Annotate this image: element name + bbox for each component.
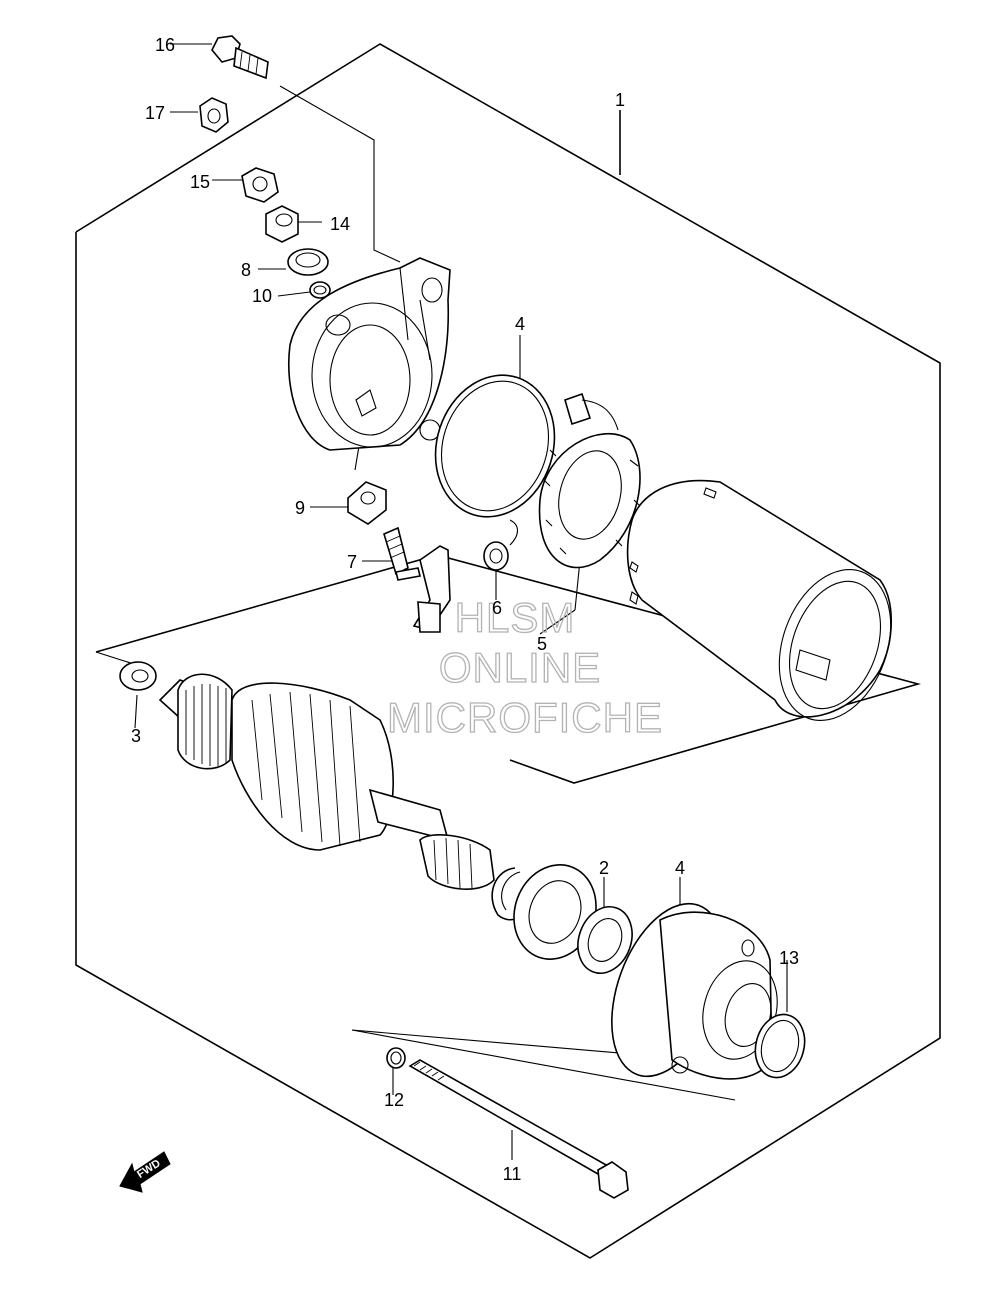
part-label-12: 12 <box>384 1090 404 1110</box>
assembly-outline <box>75 43 941 1259</box>
motor-yoke <box>626 479 893 721</box>
flange-bolt-16 <box>211 35 269 80</box>
o-ring-10 <box>309 281 331 299</box>
watermark-line-1: HLSM <box>455 594 576 641</box>
nut-14 <box>265 205 299 243</box>
front-cover-4-lower <box>611 902 778 1080</box>
part-label-15: 15 <box>190 172 210 192</box>
bearing-6 <box>483 519 519 571</box>
part-label-13: 13 <box>779 948 799 968</box>
o-ring-4-upper <box>434 374 556 518</box>
leader-lines <box>134 43 788 1160</box>
part-label-3: 3 <box>131 726 141 746</box>
part-label-8: 8 <box>241 260 251 280</box>
part-label-2: 2 <box>599 858 609 878</box>
part-label-6: 6 <box>492 598 502 618</box>
terminal-plate-9 <box>347 481 387 525</box>
part-label-7: 7 <box>347 552 357 572</box>
brush-holder-5 <box>538 392 641 569</box>
long-bolt-11 <box>408 1059 629 1199</box>
part-label-4-lower: 4 <box>675 858 685 878</box>
o-ring-13 <box>754 1013 806 1079</box>
washer-3 <box>119 661 157 691</box>
fwd-arrow-icon: FWD <box>119 1151 171 1193</box>
armature <box>158 673 495 890</box>
watermark: HLSM ONLINE MICROFICHE <box>386 593 663 741</box>
part-labels: 1 2 3 4 4 5 6 7 8 9 10 11 12 13 14 15 16… <box>131 35 799 1184</box>
part-label-10: 10 <box>252 286 272 306</box>
part-label-17: 17 <box>145 103 165 123</box>
part-label-4-upper: 4 <box>515 314 525 334</box>
terminal-bolt-7 <box>383 526 451 633</box>
part-label-5: 5 <box>537 634 547 654</box>
watermark-line-3: MICROFICHE <box>387 694 663 741</box>
nut-15 <box>241 167 279 203</box>
bush-8 <box>287 248 329 276</box>
part-label-9: 9 <box>295 498 305 518</box>
part-label-14: 14 <box>330 214 350 234</box>
o-ring-12 <box>386 1047 406 1069</box>
part-label-1: 1 <box>615 90 625 110</box>
nut-17 <box>199 97 229 133</box>
part-label-11: 11 <box>503 1164 522 1184</box>
part-label-16: 16 <box>155 35 175 55</box>
watermark-line-2: ONLINE <box>439 644 601 691</box>
rear-housing <box>287 257 451 451</box>
bearing-2 <box>513 864 633 974</box>
